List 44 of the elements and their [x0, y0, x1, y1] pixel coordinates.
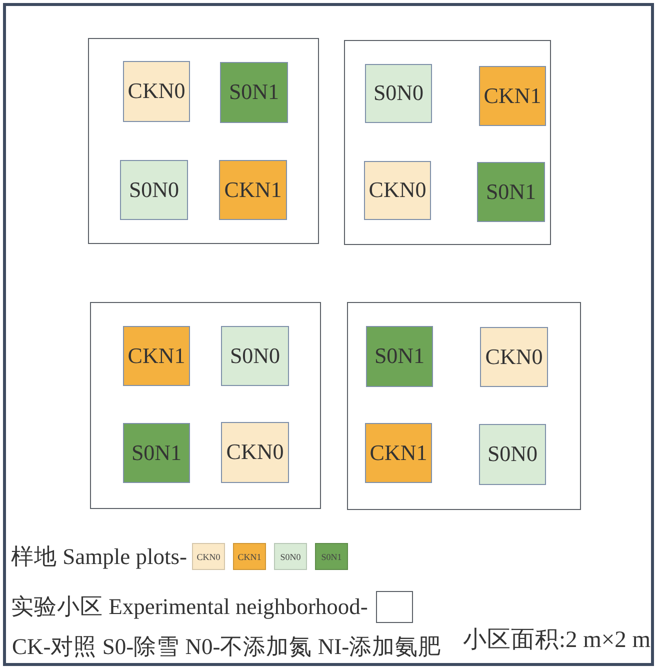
plot-square: [479, 66, 546, 126]
plot-code: S0N0: [230, 344, 280, 368]
plot-code: CKN0: [226, 440, 284, 465]
plot-code: CKN1: [224, 178, 282, 202]
plot-code: CKN1: [128, 344, 186, 368]
plot-code: S0N1: [486, 180, 536, 204]
plot-square: [221, 326, 289, 386]
plot-square: [123, 61, 190, 122]
plot-square: [221, 422, 289, 483]
plot-square: [364, 161, 431, 220]
experimental-area-frame: [344, 40, 551, 245]
plot-square: [479, 424, 546, 485]
plot-code: CKN0: [128, 79, 186, 104]
legend-swatch: S0N1: [315, 543, 348, 570]
plot-code: CKN1: [484, 84, 542, 108]
plot-square: [477, 162, 545, 222]
legend-text: 实验小区 Experimental neighborhood-: [11, 594, 368, 620]
plot-square: [366, 326, 433, 387]
plot-square: [120, 160, 188, 220]
plot-square: [480, 327, 548, 387]
legend-swatch: CKN1: [233, 543, 266, 570]
plot-square: [123, 423, 190, 483]
plot-square: [123, 326, 190, 386]
experimental-area-frame: [90, 302, 321, 509]
plot-square: [220, 62, 288, 123]
plot-square: [365, 423, 432, 483]
legend-heading: 样地 Sample plots-: [11, 544, 187, 570]
plot-code: CKN1: [370, 440, 428, 466]
experimental-area-frame: [88, 38, 319, 244]
plot-code: S0N0: [373, 81, 424, 106]
legend-swatch: S0N0: [274, 543, 307, 570]
plot-code: S0N1: [228, 80, 280, 105]
plot-code: CKN0: [485, 344, 543, 370]
plot-square: [219, 160, 287, 220]
experimental-area-frame: [347, 302, 581, 510]
legend-swatch: CKN0: [192, 543, 225, 570]
plot-code: CKN0: [368, 178, 426, 203]
plot-code: S0N0: [128, 178, 180, 202]
note-text: CK-对照 S0-除雪 N0-不添加氮 NI-添加氨肥: [12, 634, 442, 660]
plot-code: S0N0: [487, 442, 538, 467]
plot-code: S0N1: [131, 440, 182, 466]
plot-square: [365, 64, 432, 123]
note-text: 小区面积:2 m×2 m: [463, 627, 651, 654]
plot-code: S0N1: [374, 344, 425, 369]
